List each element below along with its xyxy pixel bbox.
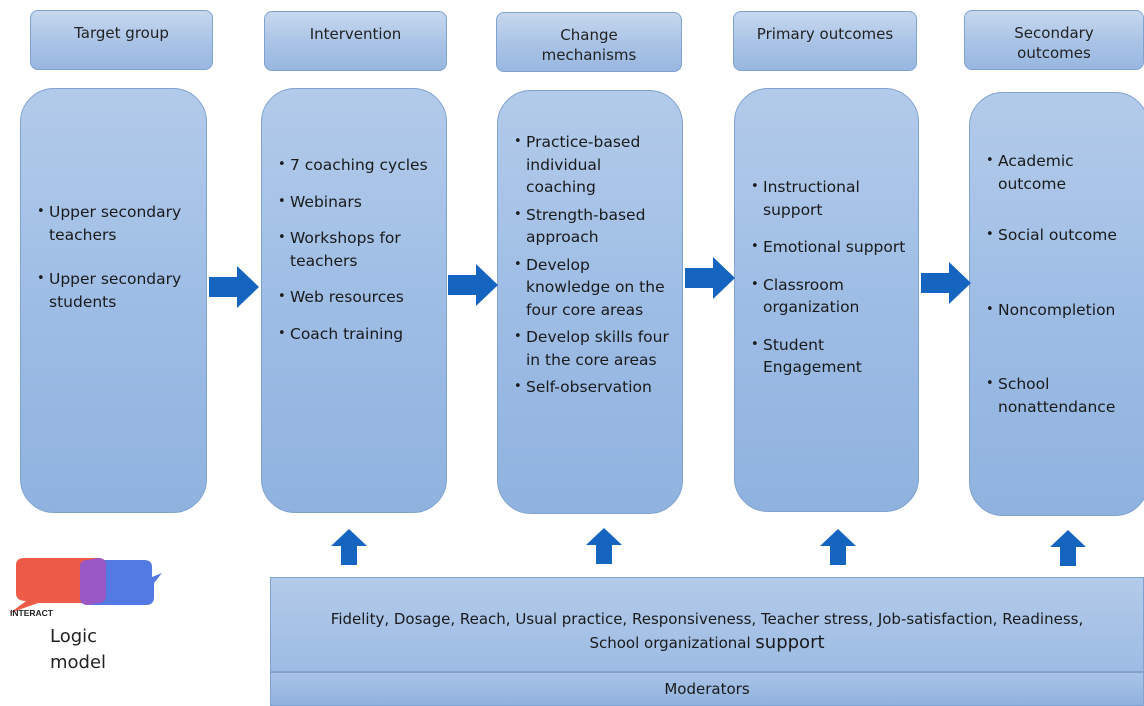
target-item: Upper secondary teachers xyxy=(37,201,198,246)
header-secondary-outcomes: Secondary outcomes xyxy=(964,10,1144,70)
change-item: Develop knowledge on the four core areas xyxy=(514,254,674,322)
logo-caption-line1: Logic xyxy=(50,626,98,647)
intervention-item: Webinars xyxy=(278,191,438,214)
target-item: Upper secondary students xyxy=(37,268,198,313)
intervention-item: Workshops for teachers xyxy=(278,227,438,272)
moderators-line2-prefix: School organizational xyxy=(589,634,756,652)
header-primary-outcomes: Primary outcomes xyxy=(733,11,917,71)
header-target-group: Target group xyxy=(30,10,213,70)
header-change-mechanisms-label: Change mechanisms xyxy=(541,26,637,64)
moderators-line2: School organizational support xyxy=(271,631,1143,655)
change-item: Practice-based individual coaching xyxy=(514,131,674,199)
interact-logo-icon: INTERACT xyxy=(10,558,162,617)
intervention-item: Coach training xyxy=(278,323,438,346)
header-change-mechanisms: Change mechanisms xyxy=(496,12,682,72)
intervention-item: Web resources xyxy=(278,286,438,309)
primary-item: Student Engagement xyxy=(751,334,910,379)
arrow-up-icon xyxy=(331,529,367,565)
box-change-mechanisms: Practice-based individual coaching Stren… xyxy=(497,90,683,514)
logo-caption-line2: model xyxy=(50,652,107,673)
box-intervention: 7 coaching cycles Webinars Workshops for… xyxy=(261,88,447,513)
change-item: Self-observation xyxy=(514,376,674,399)
arrow-up-icon xyxy=(820,529,856,565)
secondary-item: Academic outcome xyxy=(986,150,1140,195)
box-primary-outcomes: Instructional support Emotional support … xyxy=(734,88,919,512)
moderators-label: Moderators xyxy=(664,680,750,698)
arrow-up-icon xyxy=(586,528,622,564)
moderators-label-bar: Moderators xyxy=(270,672,1144,706)
arrow-right-icon xyxy=(921,262,971,304)
change-item: Strength-based approach xyxy=(514,204,674,249)
header-primary-outcomes-label: Primary outcomes xyxy=(756,25,894,43)
secondary-item: Noncompletion xyxy=(986,299,1140,322)
primary-item: Classroom organization xyxy=(751,274,910,319)
arrow-right-icon xyxy=(209,266,259,308)
header-intervention-label: Intervention xyxy=(309,25,402,43)
logo-brand: INTERACT xyxy=(10,608,54,617)
header-intervention: Intervention xyxy=(264,11,447,71)
secondary-item: School nonattendance xyxy=(986,373,1140,418)
header-target-group-label: Target group xyxy=(74,24,169,42)
change-item: Develop skills four in the core areas xyxy=(514,326,674,371)
arrow-right-icon xyxy=(685,257,735,299)
arrow-right-icon xyxy=(448,264,498,306)
primary-item: Instructional support xyxy=(751,176,910,221)
intervention-item: 7 coaching cycles xyxy=(278,154,438,177)
primary-item: Emotional support xyxy=(751,236,910,259)
box-secondary-outcomes: Academic outcome Social outcome Noncompl… xyxy=(969,92,1144,516)
arrow-up-icon xyxy=(1050,530,1086,566)
header-secondary-outcomes-label: Secondary outcomes xyxy=(1014,24,1094,62)
secondary-item: Social outcome xyxy=(986,224,1140,247)
moderators-line1: Fidelity, Dosage, Reach, Usual practice,… xyxy=(330,610,1084,628)
logo-caption: Logic model xyxy=(50,624,106,676)
moderators-line2-big: support xyxy=(755,632,825,653)
moderators-box: Fidelity, Dosage, Reach, Usual practice,… xyxy=(270,577,1144,672)
box-target-group: Upper secondary teachers Upper secondary… xyxy=(20,88,207,513)
